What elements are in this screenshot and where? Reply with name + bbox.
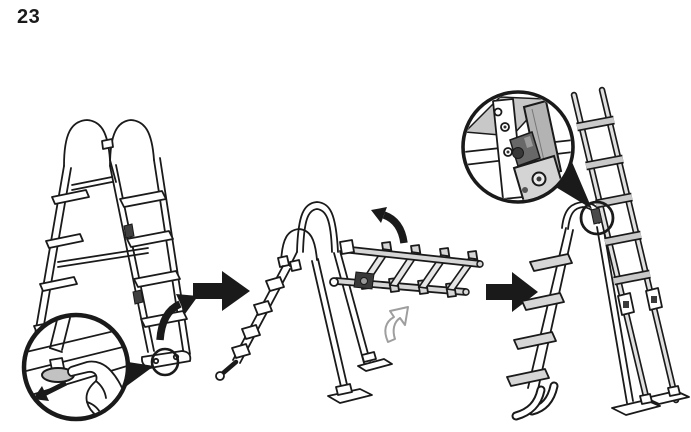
rivet xyxy=(522,187,528,193)
foot-bracket xyxy=(639,393,653,405)
clamp-knob xyxy=(360,277,368,285)
detail-lock-content xyxy=(465,96,571,200)
step-tread xyxy=(521,292,565,311)
step-number: 23 xyxy=(17,6,41,28)
lock-clip xyxy=(132,289,144,305)
flat-foot xyxy=(611,399,661,416)
panel-3-ladder-unfolded xyxy=(461,86,690,421)
hinge-block xyxy=(277,255,290,268)
ladder-foot xyxy=(357,358,393,372)
front-tread xyxy=(126,230,174,248)
hook-feet xyxy=(511,381,559,421)
strip-step xyxy=(231,343,251,359)
rotate-ccw-curved-arrow-icon xyxy=(371,207,408,244)
strip-step xyxy=(241,324,261,340)
back-tread xyxy=(45,233,84,249)
lock-clip xyxy=(123,223,135,239)
callout-target-circle xyxy=(150,347,180,377)
foot-bracket xyxy=(361,351,377,363)
detached-step-ladder xyxy=(329,239,484,298)
latch-highlight xyxy=(524,136,533,148)
step-tread xyxy=(529,253,573,272)
front-tread xyxy=(133,270,181,288)
strip-step xyxy=(265,276,285,292)
slide-left-arrow-icon xyxy=(33,380,68,401)
clamp-latch xyxy=(623,301,629,308)
step-tread xyxy=(506,368,550,387)
callout-pointer xyxy=(124,362,154,388)
panel-2-ladder-side-swung-up xyxy=(215,201,484,404)
back-tread xyxy=(39,276,78,292)
step-tread xyxy=(513,331,557,350)
extension-ladder xyxy=(570,86,680,409)
foot-bracket xyxy=(667,385,681,397)
clamp-latch xyxy=(651,296,657,303)
front-tread xyxy=(119,190,167,208)
strip-step xyxy=(253,300,273,316)
latch-small xyxy=(590,207,603,225)
hinge-block xyxy=(289,259,302,272)
pivot-bracket xyxy=(339,239,355,255)
foot-bracket xyxy=(335,383,353,396)
swing-up-ghost-arrow-icon xyxy=(384,306,409,343)
hinge-strap xyxy=(101,138,114,150)
latch-knob xyxy=(512,147,524,159)
strip-tip-cap xyxy=(215,371,225,381)
next-step-right-arrow-icon xyxy=(193,271,250,311)
callout-target-circle xyxy=(579,200,615,236)
panel-1-folded-ladder xyxy=(21,119,198,422)
back-tread xyxy=(51,189,90,205)
pivot xyxy=(329,277,339,287)
rotate-up-curved-arrow-icon xyxy=(156,294,198,341)
